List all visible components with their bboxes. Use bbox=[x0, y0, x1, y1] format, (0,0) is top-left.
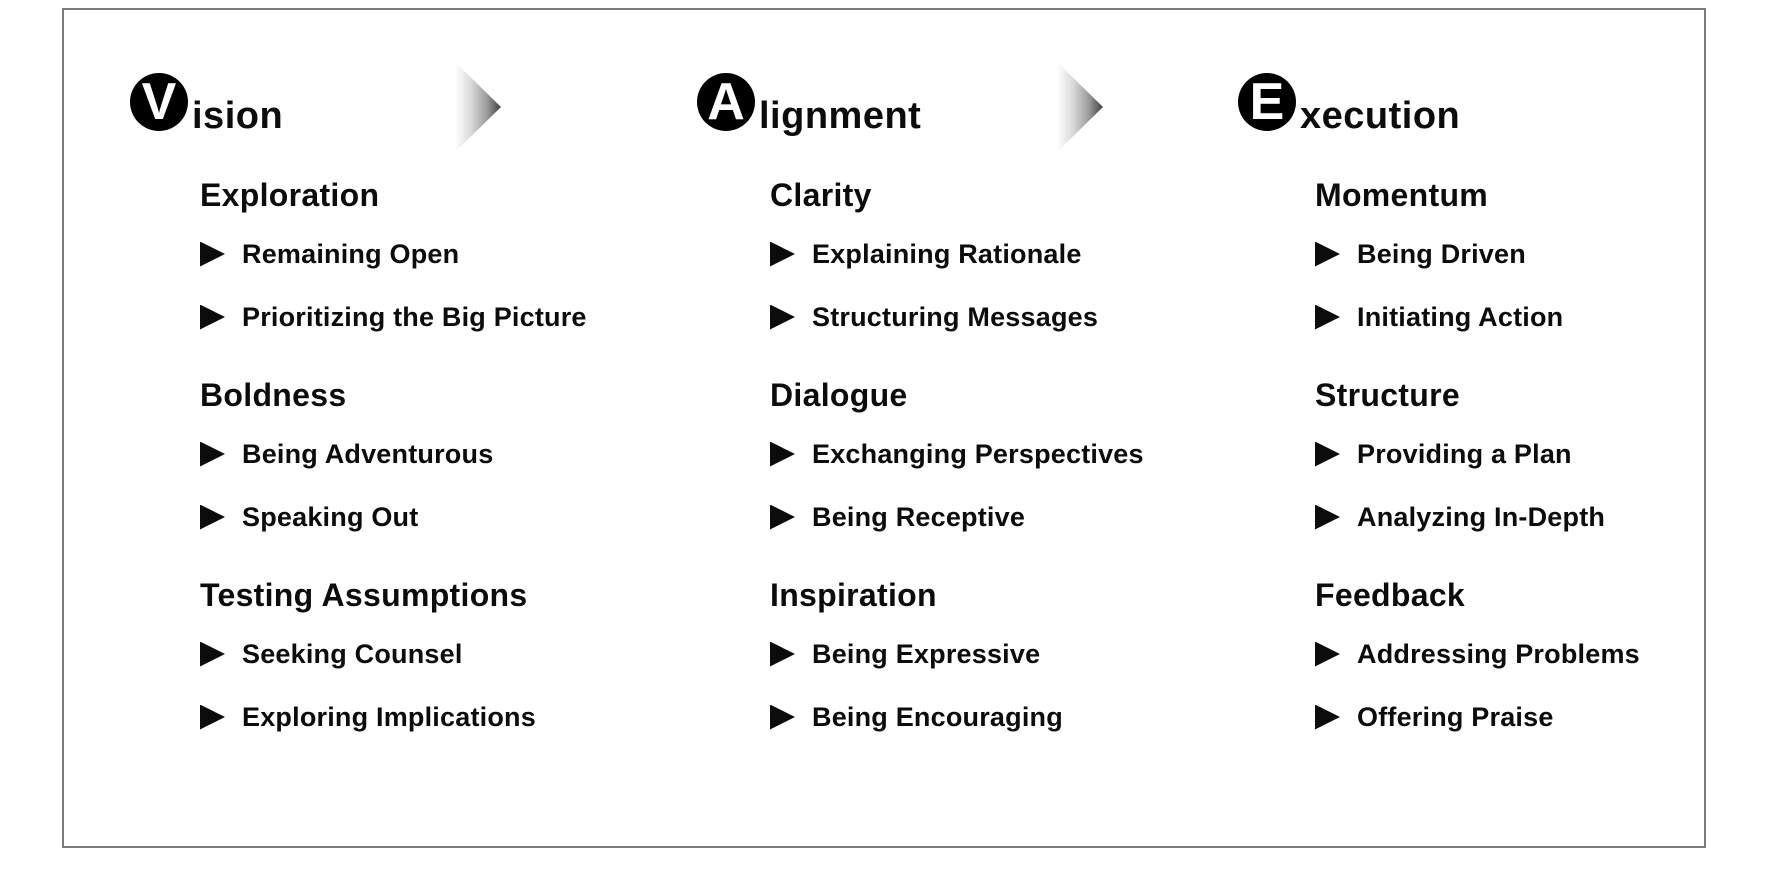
item-label: Being Encouraging bbox=[812, 702, 1063, 732]
triangle-bullet-icon bbox=[770, 504, 795, 530]
section-momentum: Momentum Being Driven Initiating Action bbox=[1315, 177, 1767, 332]
section-title: Clarity bbox=[770, 177, 872, 213]
triangle-bullet-icon bbox=[770, 241, 795, 267]
item-label: Structuring Messages bbox=[812, 302, 1099, 332]
badge-letter: V bbox=[141, 73, 177, 131]
item-label: Speaking Out bbox=[242, 502, 419, 532]
list-item: Remaining Open bbox=[200, 239, 670, 269]
triangle-bullet-icon bbox=[200, 504, 225, 530]
list-item: Being Driven bbox=[1315, 239, 1767, 269]
flow-arrow-icon bbox=[1057, 62, 1103, 152]
item-label: Explaining Rationale bbox=[812, 239, 1082, 269]
triangle-bullet-icon bbox=[770, 704, 795, 730]
item-label: Being Receptive bbox=[812, 502, 1026, 532]
item-label: Initiating Action bbox=[1357, 302, 1564, 332]
header-vision: V ision bbox=[130, 73, 283, 136]
triangle-bullet-icon bbox=[200, 704, 225, 730]
item-label: Offering Praise bbox=[1357, 702, 1554, 732]
item-label: Seeking Counsel bbox=[242, 639, 463, 669]
item-label: Addressing Problems bbox=[1357, 639, 1640, 669]
list-item: Being Expressive bbox=[770, 639, 1240, 669]
item-label: Exploring Implications bbox=[242, 702, 536, 732]
section-clarity: Clarity Explaining Rationale Structuring… bbox=[770, 177, 1240, 332]
list-item: Seeking Counsel bbox=[200, 639, 670, 669]
section-title: Momentum bbox=[1315, 177, 1489, 213]
list-item: Speaking Out bbox=[200, 502, 670, 532]
list-item: Being Receptive bbox=[770, 502, 1240, 532]
list-item: Providing a Plan bbox=[1315, 439, 1767, 469]
section-boldness: Boldness Being Adventurous Speaking Out bbox=[200, 377, 670, 532]
alignment-letter-badge: A bbox=[697, 73, 755, 131]
triangle-bullet-icon bbox=[1315, 504, 1340, 530]
badge-letter: A bbox=[707, 73, 745, 131]
section-feedback: Feedback Addressing Problems Offering Pr… bbox=[1315, 577, 1767, 732]
item-label: Remaining Open bbox=[242, 239, 460, 269]
header-alignment: A lignment bbox=[697, 73, 921, 136]
section-testing-assumptions: Testing Assumptions Seeking Counsel Expl… bbox=[200, 577, 670, 732]
list-item: Analyzing In-Depth bbox=[1315, 502, 1767, 532]
item-label: Analyzing In-Depth bbox=[1357, 502, 1606, 532]
item-label: Being Expressive bbox=[812, 639, 1041, 669]
vision-column: Exploration Remaining Open Prioritizing … bbox=[200, 177, 670, 777]
triangle-bullet-icon bbox=[1315, 304, 1340, 330]
triangle-bullet-icon bbox=[770, 441, 795, 467]
list-item: Initiating Action bbox=[1315, 302, 1767, 332]
section-title: Exploration bbox=[200, 177, 380, 213]
flow-arrow-icon bbox=[455, 62, 501, 152]
list-item: Offering Praise bbox=[1315, 702, 1767, 732]
diagram-frame: V ision A lignment E xecution Exploratio… bbox=[62, 8, 1706, 848]
triangle-bullet-icon bbox=[200, 304, 225, 330]
list-item: Exchanging Perspectives bbox=[770, 439, 1240, 469]
triangle-bullet-icon bbox=[1315, 441, 1340, 467]
list-item: Structuring Messages bbox=[770, 302, 1240, 332]
list-item: Being Adventurous bbox=[200, 439, 670, 469]
list-item: Prioritizing the Big Picture bbox=[200, 302, 670, 332]
item-label: Prioritizing the Big Picture bbox=[242, 302, 587, 332]
section-title: Inspiration bbox=[770, 577, 937, 613]
triangle-bullet-icon bbox=[200, 641, 225, 667]
item-label: Exchanging Perspectives bbox=[812, 439, 1144, 469]
alignment-word: lignment bbox=[759, 95, 922, 137]
vision-word: ision bbox=[192, 95, 284, 137]
section-title: Testing Assumptions bbox=[200, 577, 528, 613]
section-dialogue: Dialogue Exchanging Perspectives Being R… bbox=[770, 377, 1240, 532]
execution-column: Momentum Being Driven Initiating Action … bbox=[1315, 177, 1767, 777]
item-label: Being Adventurous bbox=[242, 439, 494, 469]
list-item: Exploring Implications bbox=[200, 702, 670, 732]
triangle-bullet-icon bbox=[1315, 704, 1340, 730]
list-item: Being Encouraging bbox=[770, 702, 1240, 732]
alignment-column: Clarity Explaining Rationale Structuring… bbox=[770, 177, 1240, 777]
triangle-bullet-icon bbox=[200, 441, 225, 467]
item-label: Being Driven bbox=[1357, 239, 1526, 269]
list-item: Explaining Rationale bbox=[770, 239, 1240, 269]
section-title: Dialogue bbox=[770, 377, 908, 413]
section-title: Structure bbox=[1315, 377, 1460, 413]
section-inspiration: Inspiration Being Expressive Being Encou… bbox=[770, 577, 1240, 732]
header-execution: E xecution bbox=[1238, 73, 1460, 136]
triangle-bullet-icon bbox=[770, 304, 795, 330]
triangle-bullet-icon bbox=[770, 641, 795, 667]
section-title: Boldness bbox=[200, 377, 347, 413]
vision-letter-badge: V bbox=[130, 73, 188, 131]
execution-word: xecution bbox=[1300, 95, 1461, 137]
list-item: Addressing Problems bbox=[1315, 639, 1767, 669]
triangle-bullet-icon bbox=[200, 241, 225, 267]
item-label: Providing a Plan bbox=[1357, 439, 1572, 469]
execution-letter-badge: E bbox=[1238, 73, 1296, 131]
badge-letter: E bbox=[1249, 73, 1285, 131]
section-exploration: Exploration Remaining Open Prioritizing … bbox=[200, 177, 670, 332]
section-structure: Structure Providing a Plan Analyzing In-… bbox=[1315, 377, 1767, 532]
section-title: Feedback bbox=[1315, 577, 1466, 613]
triangle-bullet-icon bbox=[1315, 241, 1340, 267]
triangle-bullet-icon bbox=[1315, 641, 1340, 667]
